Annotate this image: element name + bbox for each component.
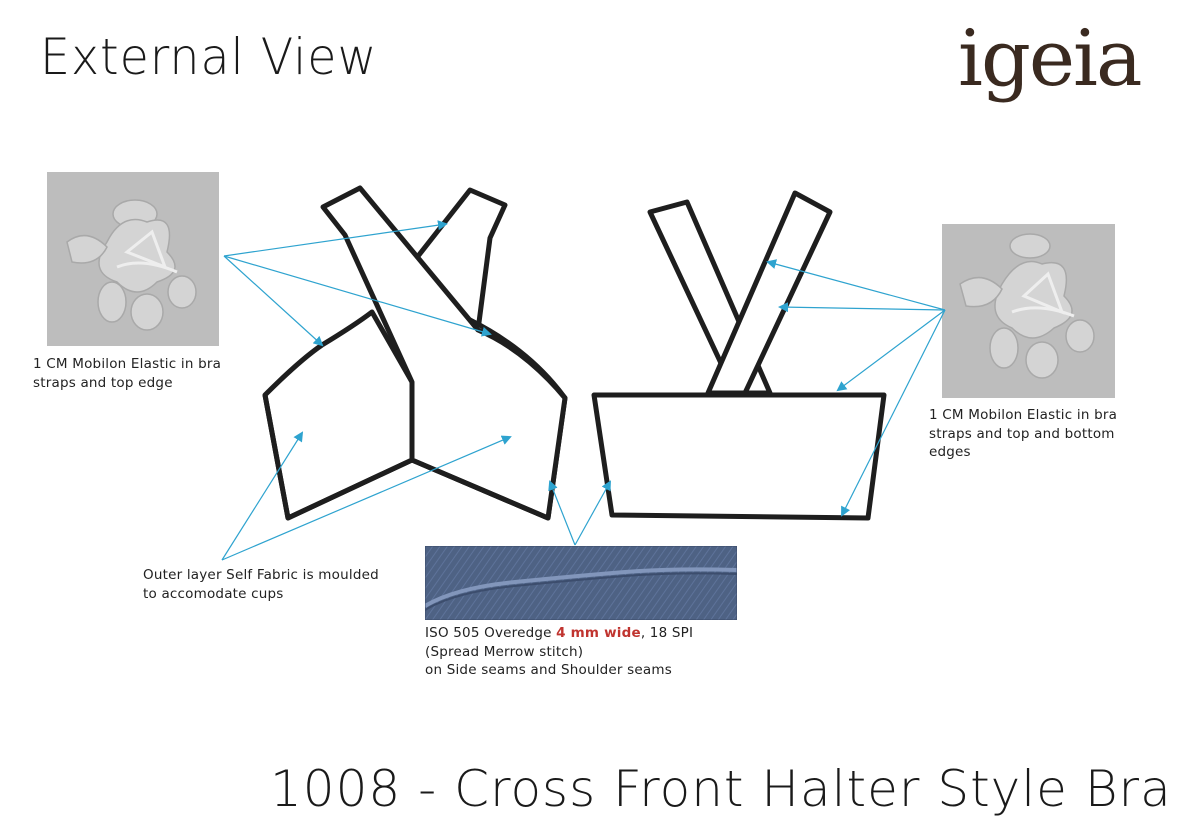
arrow-cup-right <box>221 435 512 561</box>
front-cup-left <box>262 309 415 521</box>
annotation-arrows <box>221 220 946 561</box>
note-front-elastic: 1 CM Mobilon Elastic in bra straps and t… <box>33 355 221 392</box>
note-back-elastic: 1 CM Mobilon Elastic in bra straps and t… <box>929 406 1117 462</box>
note-outer-layer: Outer layer Self Fabric is moulded to ac… <box>143 566 379 603</box>
arrow-back-top-edge <box>836 309 946 392</box>
front-view <box>262 185 568 521</box>
arrow-front-strap-right <box>223 220 448 257</box>
arrow-front-top-edge-left <box>223 255 324 347</box>
note-stitch-line3: on Side seams and Shoulder seams <box>425 662 672 678</box>
elastic-swatch-front <box>47 172 219 346</box>
note-stitch-line1: ISO 505 Overedge 4 mm wide, 18 SPI <box>425 624 693 643</box>
note-back-elastic-line3: edges <box>929 444 971 460</box>
brand-logo: igeia <box>958 14 1142 104</box>
note-front-elastic-line1: 1 CM Mobilon Elastic in bra <box>33 356 222 372</box>
back-view <box>591 190 887 521</box>
stitch-swatch-image <box>425 546 737 620</box>
note-back-elastic-line2: straps and top and bottom <box>929 425 1115 442</box>
page-title: External View <box>40 28 378 86</box>
arrow-side-seam-front <box>548 480 576 546</box>
note-outer-layer-line2: to accomodate cups <box>143 585 284 602</box>
arrow-back-strap-lower <box>778 302 946 313</box>
arrow-front-top-edge-right <box>223 255 492 337</box>
note-stitch: ISO 505 Overedge 4 mm wide, 18 SPI (Spre… <box>425 624 693 680</box>
back-band <box>591 392 887 521</box>
elastic-swatch-back <box>942 224 1115 398</box>
arrow-back-bottom-edge <box>841 309 946 517</box>
note-stitch-highlight: 4 mm wide <box>556 625 641 641</box>
product-title: 1008 - Cross Front Halter Style Bra <box>270 760 1172 818</box>
elastic-swatch-back-image <box>942 224 1115 398</box>
arrow-side-seam-back <box>574 480 611 546</box>
arrow-back-strap-upper <box>766 259 946 311</box>
note-stitch-suffix: , 18 SPI <box>640 625 694 641</box>
note-stitch-line2: (Spread Merrow stitch) <box>425 643 584 660</box>
stitch-swatch <box>425 546 737 620</box>
note-back-elastic-line1: 1 CM Mobilon Elastic in bra <box>929 407 1118 423</box>
note-front-elastic-line2: straps and top edge <box>33 374 173 391</box>
arrow-cup-left <box>221 431 304 561</box>
note-outer-layer-line1: Outer layer Self Fabric is moulded <box>143 567 379 583</box>
elastic-swatch-front-image <box>47 172 219 346</box>
note-stitch-prefix: ISO 505 Overedge <box>425 625 557 641</box>
